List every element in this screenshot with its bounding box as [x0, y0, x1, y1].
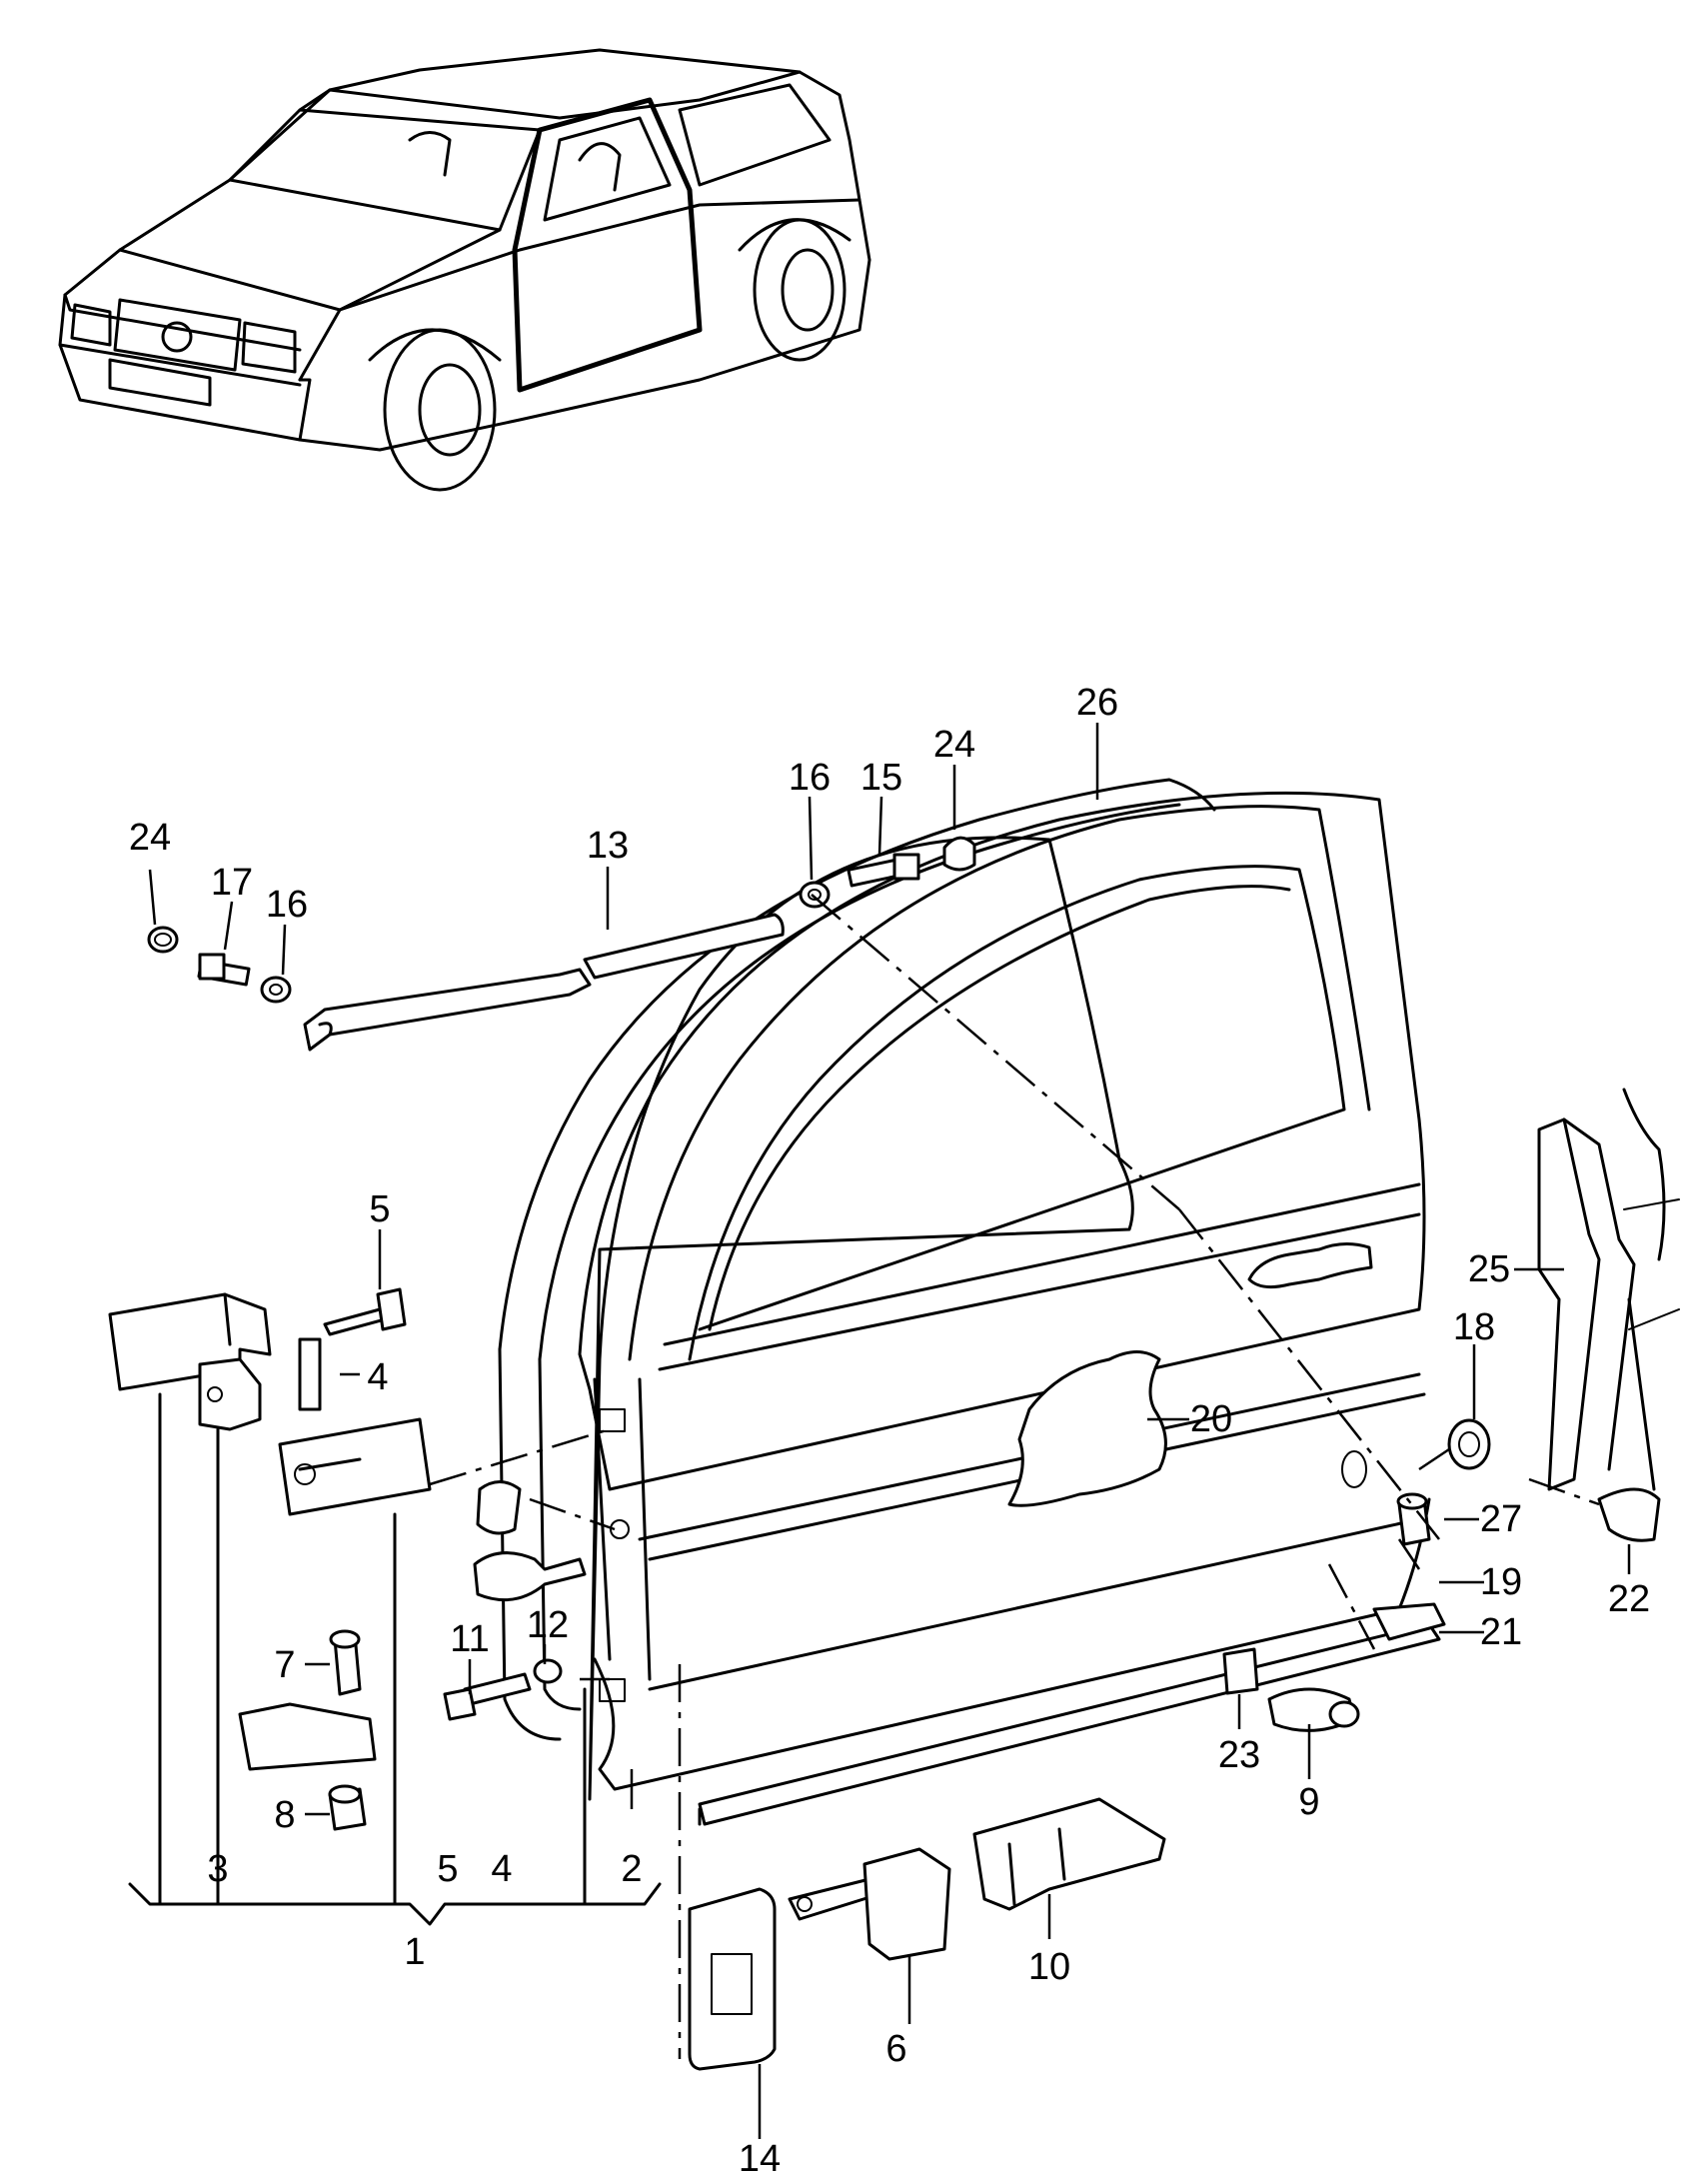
callout-3: 3	[207, 1848, 228, 1890]
hinge-assembly	[108, 1287, 662, 1926]
callout-16-right: 16	[789, 757, 831, 799]
door-check-rod	[303, 913, 785, 1052]
callout-7: 7	[274, 1644, 295, 1686]
sealing-cover	[688, 1887, 777, 2071]
door-check-link	[788, 1847, 951, 1961]
callout-24-lower: 21	[1480, 1611, 1522, 1653]
callout-19: 24	[129, 817, 171, 859]
callout-9: 9	[1298, 1781, 1319, 1823]
callout-8: 8	[274, 1794, 295, 1836]
callout-22: 26	[1076, 682, 1118, 724]
callout-4-bottom: 4	[491, 1848, 512, 1890]
callout-2: 2	[621, 1848, 642, 1890]
callout-11: 11	[450, 1618, 489, 1660]
callout-24-right: 22	[1608, 1578, 1650, 1620]
door-lock	[972, 1797, 1166, 1911]
callout-4-right: 4	[367, 1356, 388, 1398]
rear-small-parts	[1222, 1418, 1661, 1732]
callout-labels: 24 17 16 13 16 15 24 26 5 4 7 8 11 12 3 …	[129, 682, 1650, 2180]
callout-20: 24	[933, 724, 975, 766]
callout-23: 19	[1480, 1561, 1522, 1603]
callout-6: 6	[885, 2028, 906, 2070]
callout-5-top: 5	[369, 1188, 390, 1230]
callout-21: 25	[1468, 1248, 1510, 1290]
callout-13: 14	[739, 2138, 781, 2180]
callout-25: 20	[1190, 1398, 1232, 1440]
rear-seal-strip	[1537, 1088, 1680, 1491]
leader-lines	[148, 723, 1631, 2139]
callout-5-bottom: 5	[437, 1848, 458, 1890]
callout-10: 10	[1028, 1946, 1070, 1988]
callout-17: 17	[211, 862, 253, 904]
callout-12: 12	[527, 1604, 569, 1646]
alignment-lines	[429, 894, 1600, 2059]
callout-14: 13	[587, 825, 629, 867]
car-overview-illustration	[58, 48, 871, 492]
callout-16-left: 16	[266, 884, 308, 926]
callout-27: 27	[1480, 1498, 1522, 1540]
upper-fasteners	[147, 836, 976, 1004]
callout-15: 15	[860, 757, 902, 799]
callout-18: 18	[1453, 1306, 1495, 1348]
callout-1: 1	[404, 1931, 425, 1973]
callout-26: 23	[1218, 1734, 1260, 1776]
sound-deadening-pad	[1007, 1350, 1167, 1507]
